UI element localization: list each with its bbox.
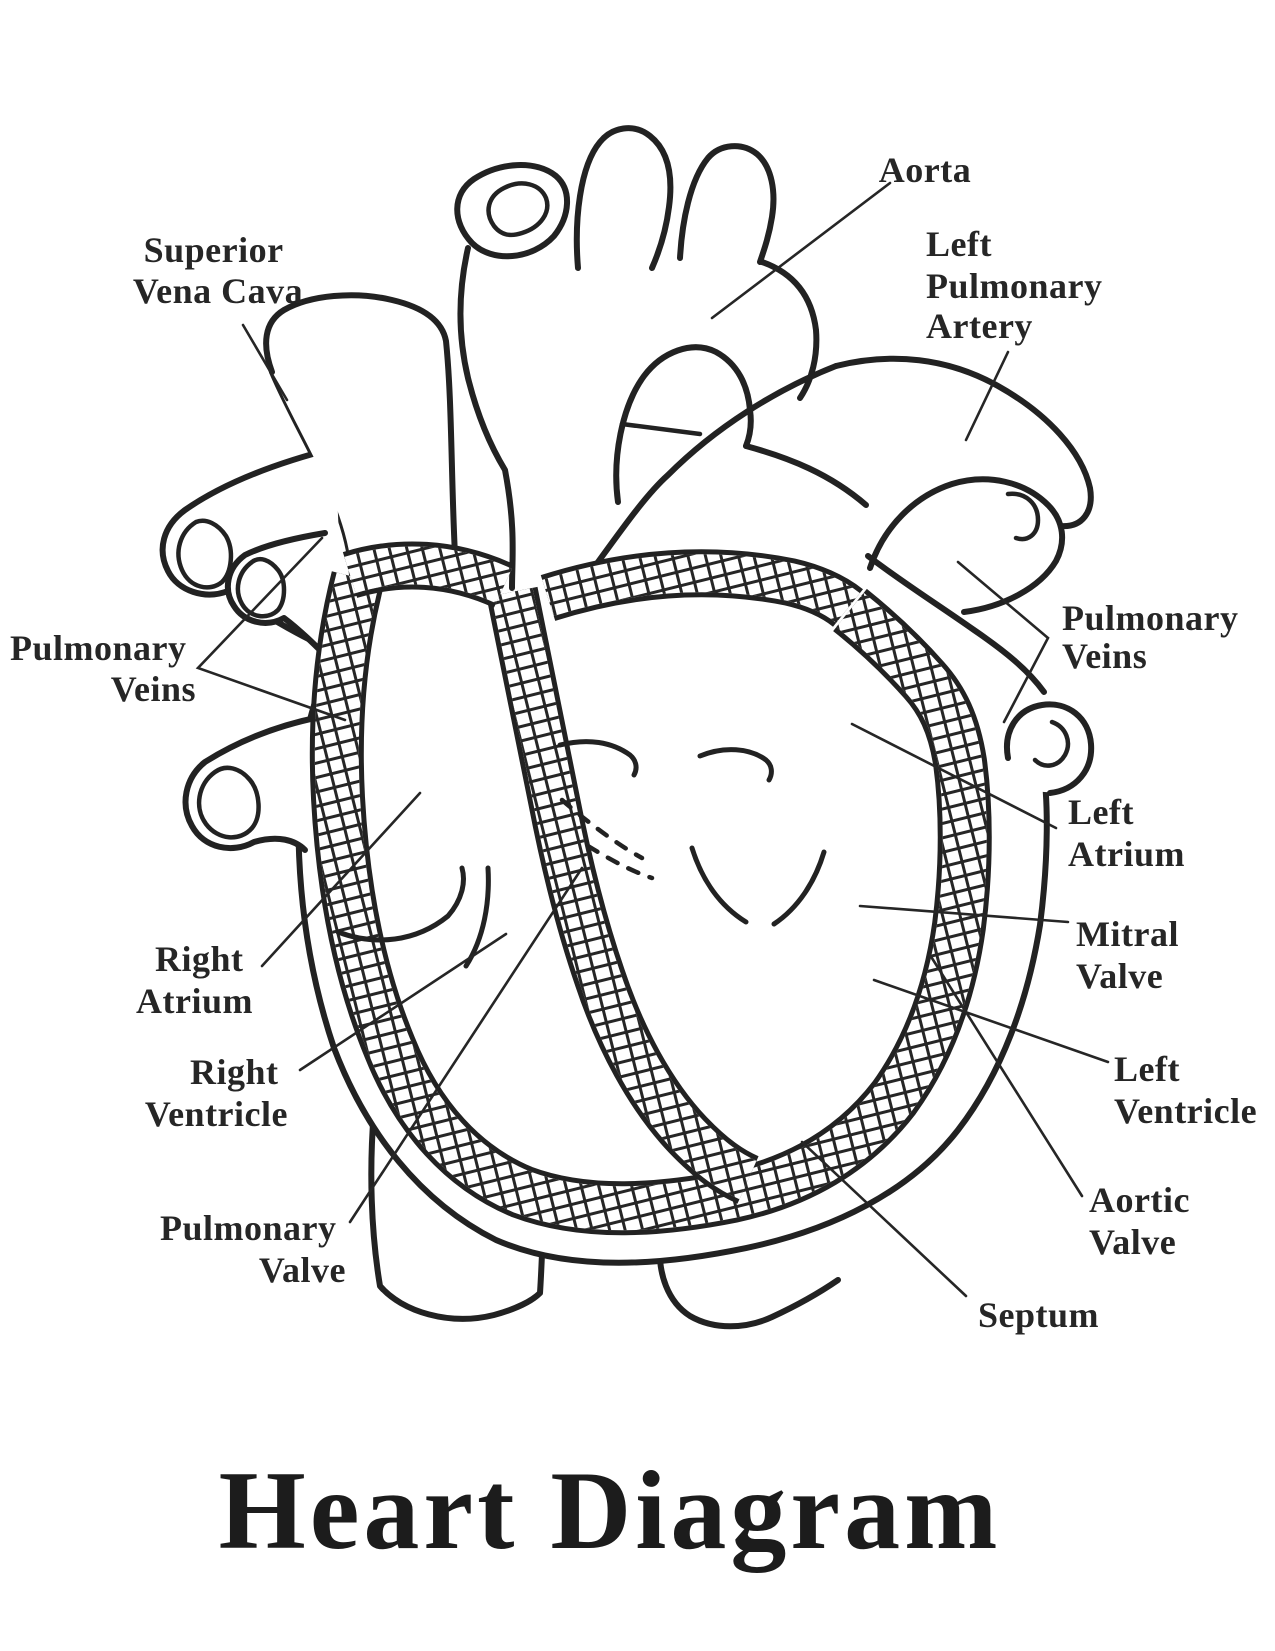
pulmonary-artery-upper-edge <box>567 363 839 603</box>
label-aorta: Aorta <box>879 150 971 190</box>
label-septum: Septum <box>978 1295 1099 1335</box>
right-pulmonary-vessel-stubs <box>159 445 340 853</box>
left-pulmonary-vessel-stubs <box>864 476 1095 796</box>
label-pulmonary-veins-right: Pulmonary Veins <box>1062 598 1248 676</box>
leader-pulmonary-veins-left <box>195 536 347 722</box>
leader-left-pulmonary-artery <box>964 350 1010 442</box>
leader-lines <box>195 181 1110 1298</box>
leader-mitral-valve <box>858 904 1070 924</box>
leader-right-ventricle <box>298 932 508 1072</box>
mitral-valve-leaflet <box>689 845 749 925</box>
leader-left-atrium <box>850 722 1058 830</box>
label-left-atrium: Left Atrium <box>1068 792 1185 874</box>
left-atrium-upper-edge <box>865 553 1047 695</box>
chordae-dashed-line <box>559 797 645 861</box>
leader-left-ventricle <box>872 978 1110 1064</box>
leader-superior-vena-cava <box>241 323 289 402</box>
label-superior-vena-cava: Superior Vena Cava <box>133 230 303 311</box>
label-left-pulmonary-artery: Left Pulmonary Artery <box>926 224 1112 346</box>
leader-pulmonary-veins-right <box>956 560 1050 724</box>
myocardium-hatched-walls <box>309 541 992 1236</box>
tricuspid-valve-leaflet <box>335 865 466 943</box>
leader-aortic-valve <box>928 953 1084 1198</box>
leader-aorta <box>710 181 892 320</box>
label-right-atrium: Right Atrium <box>136 939 253 1021</box>
leader-right-atrium <box>260 791 422 968</box>
superior-vena-cava-vessel <box>263 292 458 580</box>
leader-septum <box>800 1140 968 1298</box>
label-pulmonary-veins-left: Pulmonary Veins <box>10 628 196 709</box>
leader-pulmonary-valve <box>348 866 584 1224</box>
septum-wall <box>491 587 757 1200</box>
heart-illustration <box>159 125 1095 1330</box>
inferior-vessel-stubs <box>368 1107 841 1330</box>
label-right-ventricle: Right Ventricle <box>145 1052 288 1134</box>
labels: Aorta Superior Vena Cava Left Pulmonary … <box>10 150 1257 1335</box>
page-title: Heart Diagram <box>219 1449 1002 1573</box>
valve-leaflets <box>335 739 827 969</box>
aorta-vessel <box>454 125 820 591</box>
label-mitral-valve: Mitral Valve <box>1076 914 1188 996</box>
label-pulmonary-valve: Pulmonary Valve <box>160 1208 346 1290</box>
label-aortic-valve: Aortic Valve <box>1089 1180 1199 1262</box>
label-left-ventricle: Left Ventricle <box>1114 1049 1257 1131</box>
